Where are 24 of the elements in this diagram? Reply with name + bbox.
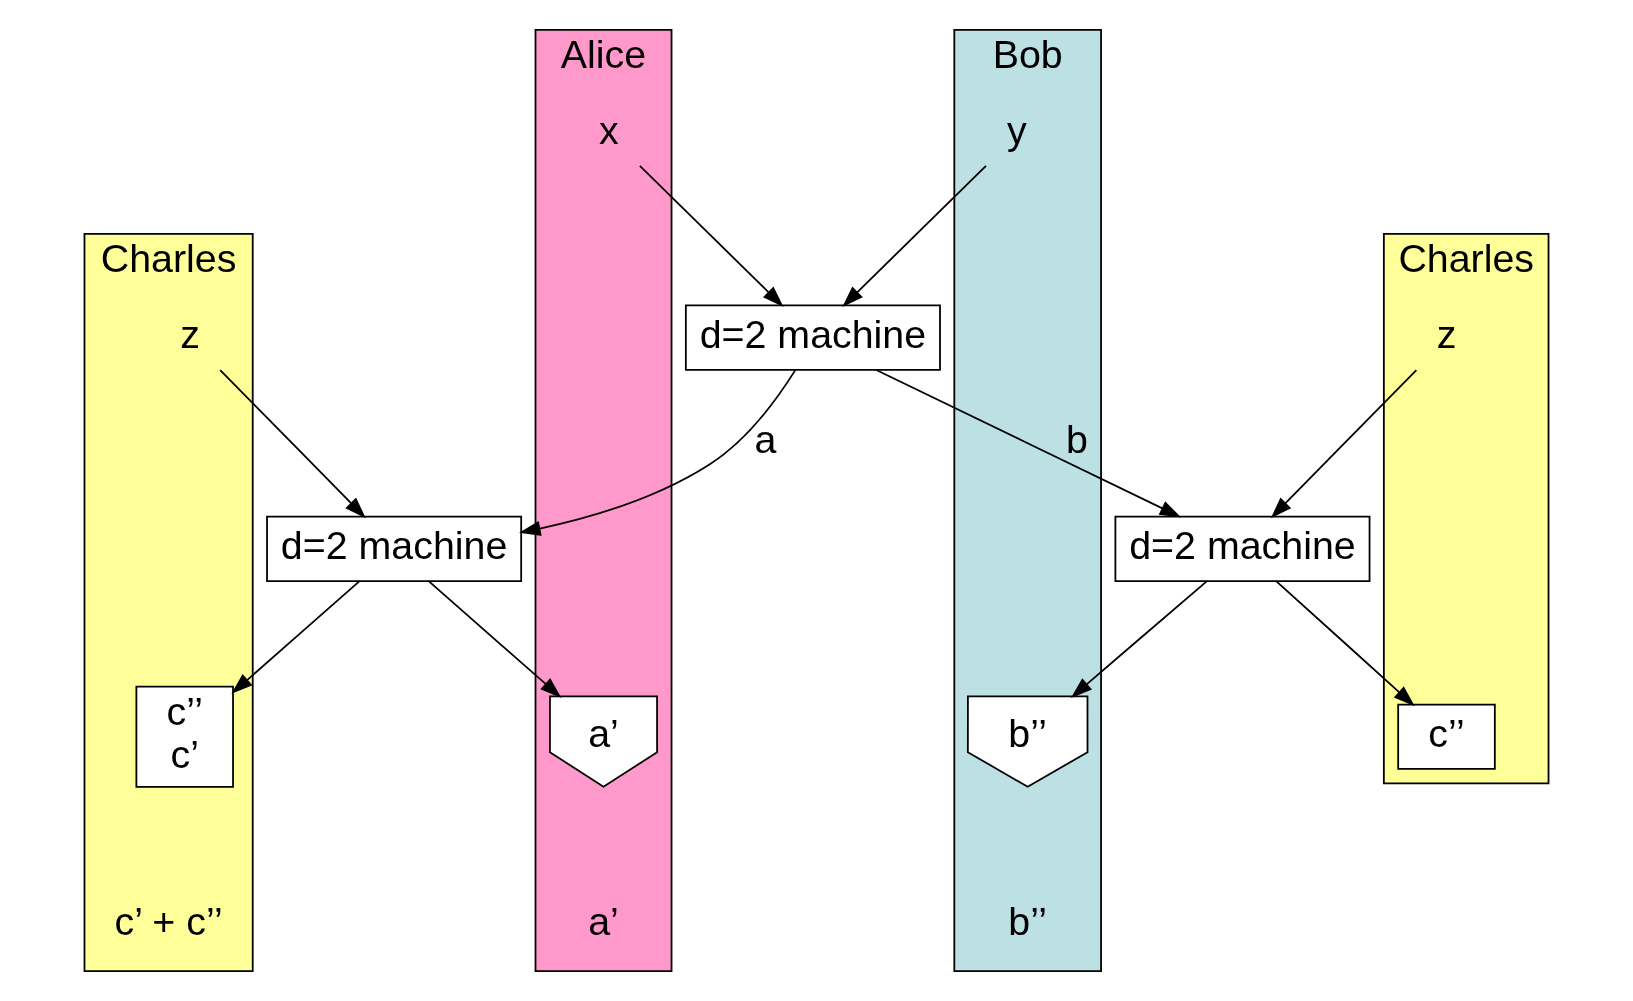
node-text: x — [599, 107, 619, 152]
node-box: d=2 machine — [684, 304, 941, 371]
node-text: z — [1436, 311, 1457, 356]
arrow — [638, 164, 784, 307]
arrow — [231, 580, 361, 694]
arrow — [427, 580, 562, 698]
arrow — [842, 164, 987, 307]
arrow — [875, 369, 1182, 518]
arrow — [1070, 580, 1208, 698]
node-text: z — [180, 311, 200, 356]
arrow — [519, 369, 797, 536]
node-label: c’ + c’’ — [114, 898, 223, 943]
arrow — [219, 369, 366, 519]
edge-label: a — [754, 417, 777, 462]
edge-label: b — [1065, 417, 1088, 462]
arrow — [1270, 369, 1418, 519]
node-box: d=2 machine — [266, 515, 523, 582]
node-label: b’’ — [1008, 898, 1048, 943]
node-box: c’’ — [1397, 703, 1496, 770]
node-box: c’’ c’ — [135, 685, 234, 788]
arrow — [1275, 580, 1415, 707]
node-text: y — [1007, 107, 1027, 152]
node-box: d=2 machine — [1114, 515, 1371, 582]
node-label: a’ — [588, 898, 619, 943]
